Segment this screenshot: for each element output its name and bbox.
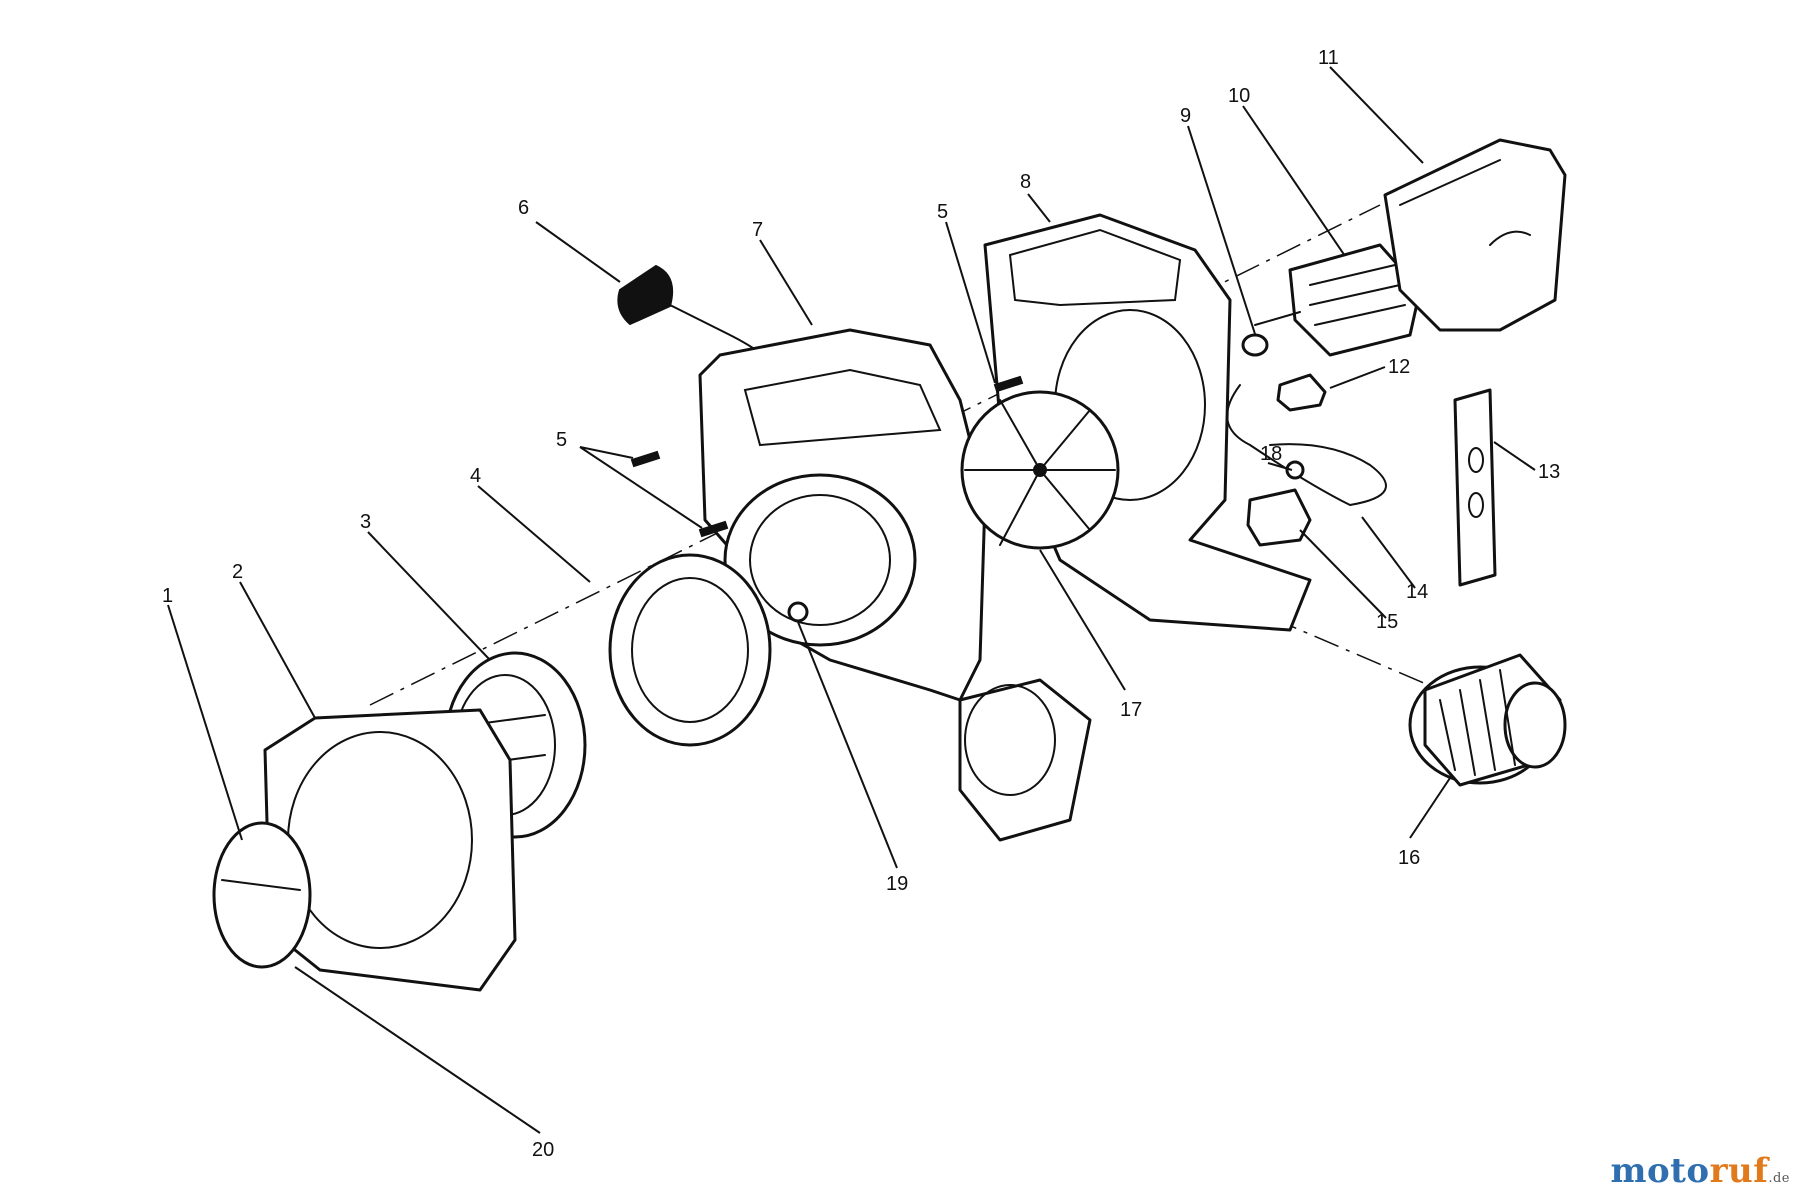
watermark-text-b: ruf	[1709, 1151, 1769, 1191]
part-label-3: 3	[360, 511, 371, 533]
handle-housing	[698, 328, 987, 702]
part-label-16: 16	[1398, 847, 1420, 869]
front-disk	[212, 821, 312, 969]
watermark-text-a: moto	[1610, 1151, 1710, 1191]
watermark: motoruf.de	[1611, 1151, 1790, 1191]
tube-cap	[1408, 653, 1567, 787]
fan-impeller	[960, 390, 1120, 550]
part-label-5b: 5	[937, 201, 948, 223]
part-label-20: 20	[532, 1139, 554, 1161]
part-label-15: 15	[1376, 611, 1398, 633]
switch-assembly	[1226, 384, 1387, 547]
part-label-8: 8	[1020, 171, 1031, 193]
part-label-10: 10	[1228, 85, 1250, 107]
connector	[1276, 373, 1327, 412]
front-cover	[263, 708, 517, 992]
switch-plate	[1453, 388, 1497, 587]
motor-cover	[1383, 138, 1567, 332]
part-label-9: 9	[1180, 105, 1191, 127]
part-label-14: 14	[1406, 581, 1428, 603]
blower-tube	[958, 678, 1092, 842]
part-label-2: 2	[232, 561, 243, 583]
part-label-11: 11	[1318, 47, 1339, 69]
part-label-1: 1	[162, 585, 173, 607]
inner-ring-frame	[608, 553, 772, 747]
part-label-17: 17	[1120, 699, 1142, 721]
part-label-12: 12	[1388, 356, 1410, 378]
part-label-18: 18	[1260, 443, 1282, 465]
part-labels: 1 2 3 4 5 5 6 7 8 9 10 11 12 13 14 15 16…	[162, 47, 1560, 1161]
part-label-13: 13	[1538, 461, 1560, 483]
motor	[1254, 243, 1422, 357]
part-label-4: 4	[470, 465, 481, 487]
part-label-7: 7	[752, 219, 763, 241]
leader-lines	[167, 66, 1536, 1134]
fasteners	[630, 375, 1024, 623]
part-label-6: 6	[518, 197, 529, 219]
watermark-text-c: .de	[1768, 1171, 1790, 1186]
part-label-19: 19	[886, 873, 908, 895]
washer	[1241, 333, 1269, 357]
part-label-5a: 5	[556, 429, 567, 451]
